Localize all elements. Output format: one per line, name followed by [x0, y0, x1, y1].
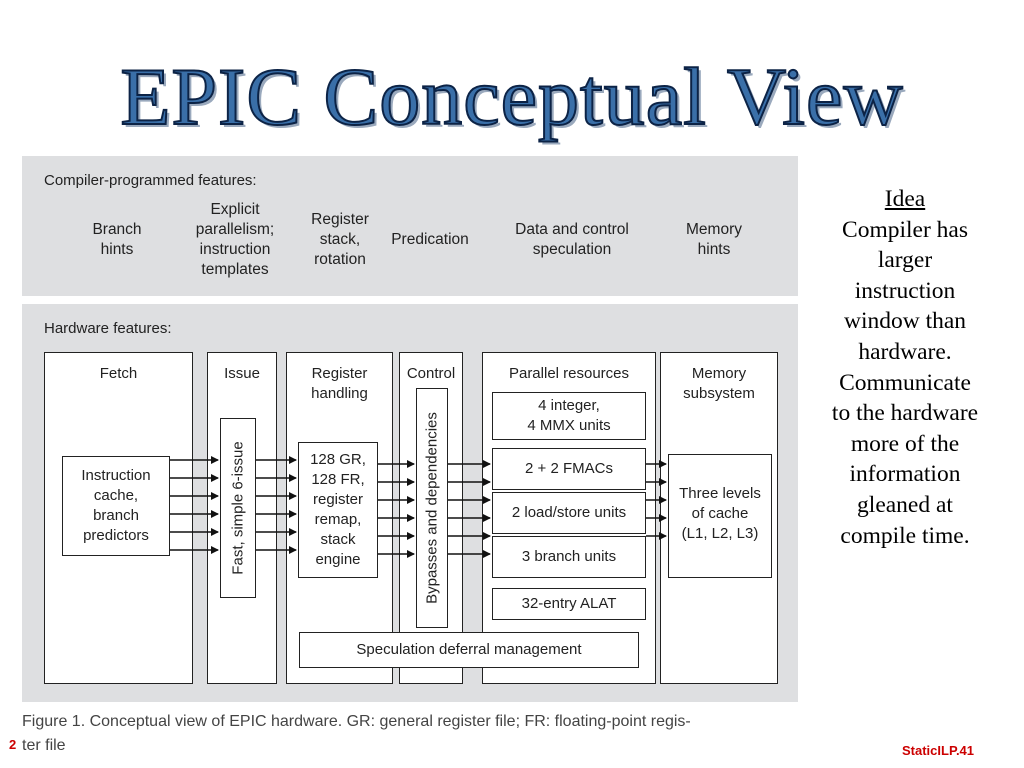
register-file-label: 128 GR, 128 FR, register remap, stack en… [310, 451, 366, 568]
register-file-box [298, 442, 378, 578]
speculation-deferral-box [299, 632, 639, 668]
slide-title: EPIC Conceptual View [119, 51, 904, 143]
issue-engine-box [220, 418, 256, 598]
alat-label: 32-entry ALAT [521, 595, 617, 612]
bypass-box [416, 388, 448, 628]
control-label: Control [406, 365, 456, 382]
hardware-features-heading: Hardware features: [44, 320, 172, 337]
dataflow-arrows [170, 456, 667, 558]
slide-number: 2 [9, 737, 17, 752]
feature-data-control-speculation: Data and control speculation [515, 221, 629, 258]
branch-units-label: 3 branch units [521, 548, 617, 565]
figure-caption: Figure 1. Conceptual view of EPIC hardwa… [22, 713, 691, 754]
instruction-cache-box [62, 456, 170, 556]
slide-footer: StaticILP.41 [902, 743, 975, 758]
speculation-deferral-label: Speculation deferral management [356, 641, 582, 658]
load-store-box [492, 492, 646, 534]
cache-box [668, 454, 772, 578]
idea-heading: Idea [884, 186, 926, 212]
parallel-resources-label: Parallel resources [508, 365, 630, 382]
integer-units-label: 4 integer, 4 MMX units [527, 397, 611, 434]
fmac-box [492, 448, 646, 490]
epic-diagram: Compiler-programmed features: Branch hin… [22, 156, 798, 702]
idea-sidebar: Idea Compiler has larger instruction win… [796, 184, 1014, 551]
fmac-label: 2 + 2 FMACs [525, 460, 613, 477]
feature-register-stack: Register stack, rotation [311, 211, 369, 268]
feature-branch-hints: Branch hints [92, 221, 142, 258]
alat-box [492, 588, 646, 620]
branch-units-box [492, 536, 646, 578]
integer-units-box [492, 392, 646, 440]
idea-body: Compiler has larger instruction window t… [831, 216, 979, 549]
issue-label: Issue [224, 365, 260, 382]
cache-label: Three levels of cache (L1, L2, L3) [679, 485, 761, 542]
memory-label: Memory subsystem [683, 365, 755, 402]
fetch-label: Fetch [99, 365, 138, 382]
feature-explicit-parallelism: Explicit parallelism; instruction templa… [195, 201, 275, 278]
compiler-features-panel [22, 156, 798, 296]
feature-predication: Predication [391, 231, 469, 248]
instruction-cache-label: Instruction cache, branch predictors [81, 467, 151, 544]
compiler-features-heading: Compiler-programmed features: [44, 172, 257, 189]
register-label: Register handling [311, 365, 368, 402]
load-store-label: 2 load/store units [511, 504, 627, 521]
feature-memory-hints: Memory hints [686, 221, 742, 258]
